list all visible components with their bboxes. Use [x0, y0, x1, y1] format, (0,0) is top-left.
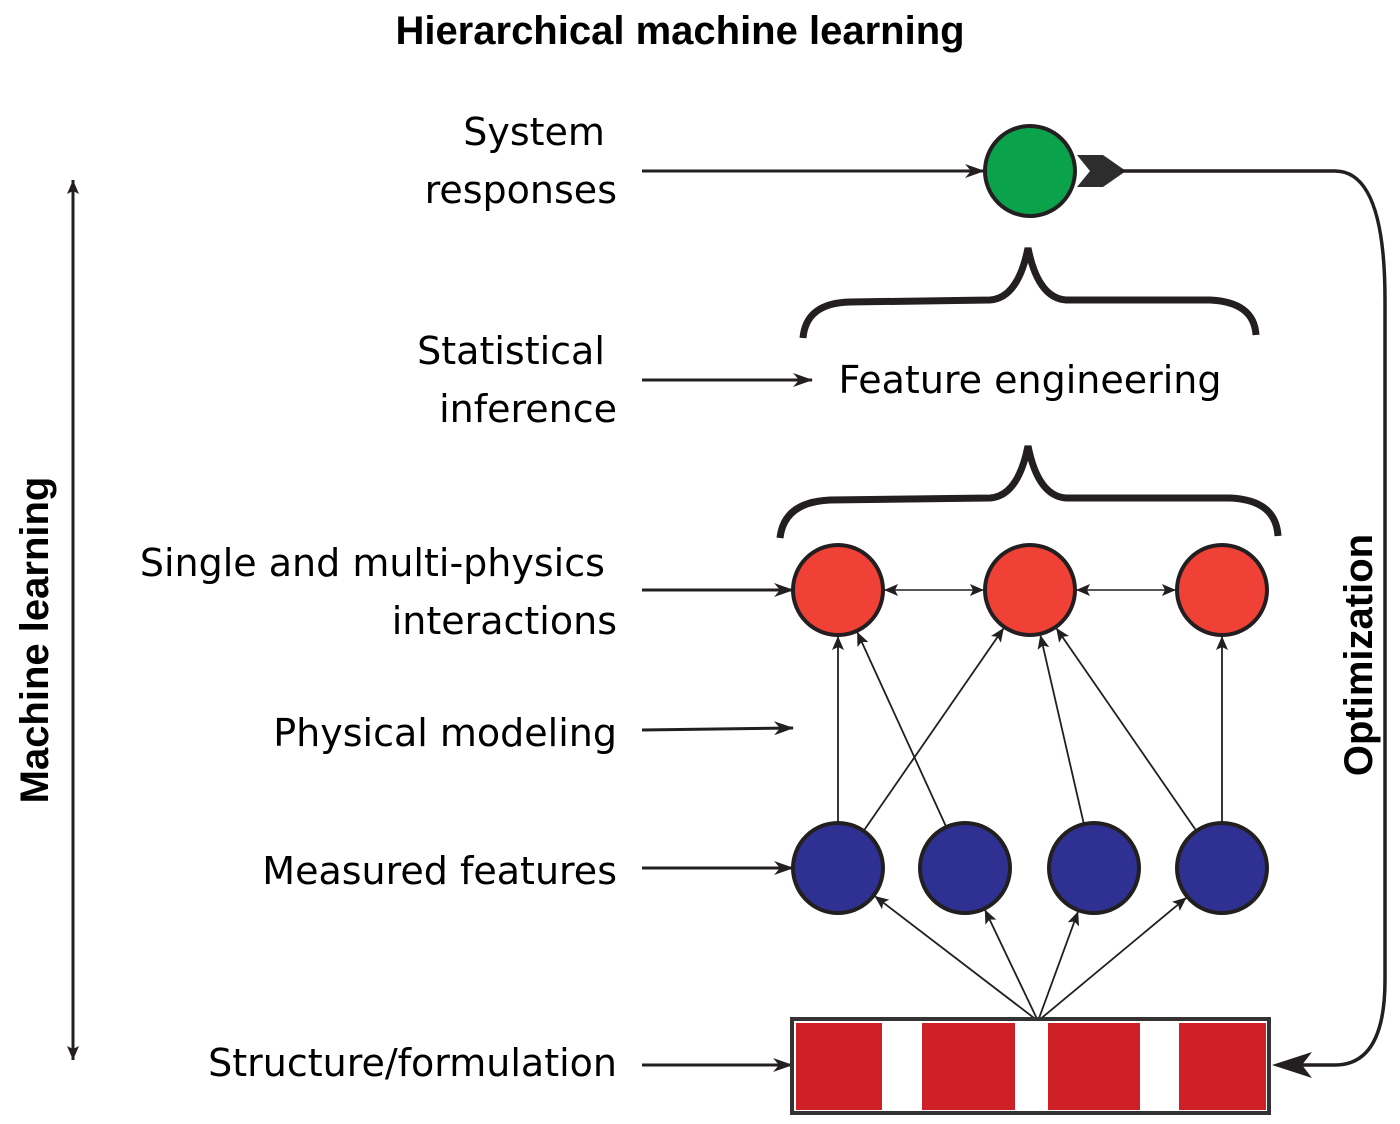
- optimization-feedback-loop: [1077, 155, 1387, 1078]
- level-labels: System responses Statistical inference S…: [140, 110, 617, 1085]
- bottom-brace: [776, 445, 1282, 539]
- feedback-path: [1120, 169, 1387, 1067]
- measured-feature-node: [791, 821, 885, 915]
- structure-to-feature-arrow: [1037, 896, 1188, 1022]
- structure-segment: [796, 1023, 882, 1110]
- structure-to-feature-arrow: [1037, 910, 1080, 1022]
- structure-to-feature-arrow: [873, 895, 1039, 1022]
- level-label-system-responses: System responses: [425, 110, 617, 212]
- level-label-physical-modeling: Physical modeling: [273, 711, 617, 755]
- structure-to-feature-arrow: [983, 909, 1039, 1022]
- measured-feature-node: [1175, 821, 1269, 915]
- interaction-node: [791, 543, 885, 637]
- level-arrows: [641, 164, 985, 1072]
- structure-segment: [1179, 1023, 1266, 1110]
- level-label-statistical-inference: Statistical inference: [417, 329, 617, 431]
- structure-formulation-bar: [790, 1017, 1271, 1115]
- system-response-node: [983, 124, 1077, 218]
- feedback-arrowhead: [1272, 1052, 1312, 1078]
- level-label-interactions: Single and multi-physics interactions: [140, 541, 617, 643]
- feature-to-interaction-arrow: [1037, 634, 1085, 825]
- optimization-label: Optimization: [1337, 534, 1381, 776]
- structure-segment: [1048, 1023, 1140, 1110]
- level-label-measured-features: Measured features: [262, 849, 617, 893]
- feature-to-interaction-arrow: [862, 627, 1005, 832]
- top-brace: [799, 247, 1260, 339]
- feature-to-interaction-arrow: [856, 631, 948, 828]
- interaction-node: [983, 543, 1077, 637]
- measured-feature-node: [1047, 821, 1141, 915]
- arrow-physical-modeling: [641, 721, 794, 736]
- feature-engineering-label: Feature engineering: [838, 358, 1221, 402]
- feature-to-interaction-arrow: [1055, 627, 1198, 832]
- nodes: [791, 124, 1269, 915]
- machine-learning-axis: Machine learning: [13, 180, 79, 1060]
- feedback-tail-chevron: [1077, 155, 1126, 187]
- structure-segment: [922, 1023, 1015, 1110]
- edges: [832, 584, 1228, 1022]
- machine-learning-label: Machine learning: [13, 477, 57, 804]
- interaction-node: [1175, 543, 1269, 637]
- level-label-structure-formulation: Structure/formulation: [208, 1041, 617, 1085]
- diagram-title: Hierarchical machine learning: [395, 9, 964, 53]
- measured-feature-node: [918, 821, 1012, 915]
